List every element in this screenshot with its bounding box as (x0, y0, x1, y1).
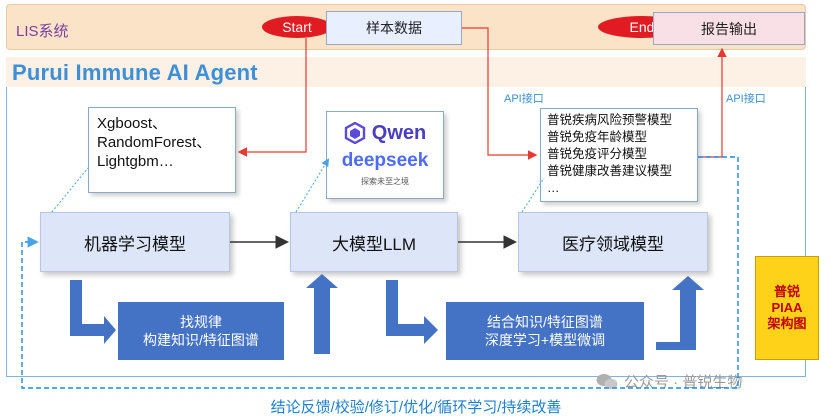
ml-algorithm-xgboost: Xgboost、 (97, 115, 168, 132)
find-patterns-box[interactable]: 找规律 构建知识/特征图谱 (118, 302, 284, 360)
report-output-box[interactable]: 报告输出 (653, 12, 805, 45)
deepseek-wordmark: deepseek (341, 150, 429, 171)
piaa-line-1: 普锐 (773, 284, 800, 299)
machine-learning-model-box[interactable]: 机器学习模型 (40, 212, 230, 272)
build-knowledge-graph-label: 构建知识/特征图谱 (143, 332, 259, 348)
domain-models-note: 普锐疾病风险预警模型 普锐免疫年龄模型 普锐免疫评分模型 普锐健康改善建议模型 … (540, 108, 698, 202)
watermark-text: 公众号 · 普锐生物 (624, 374, 743, 391)
sample-to-domain-connector (462, 27, 538, 160)
llm-to-combine-arrow (386, 280, 438, 344)
combine-knowledge-box[interactable]: 结合知识/特征图谱 深度学习+模型微调 (446, 302, 644, 360)
feedback-loop-path (21, 156, 739, 389)
ml-algorithm-randomforest: RandomForest、 (97, 134, 212, 151)
wechat-icon (596, 373, 618, 389)
ml-to-patterns-arrow (70, 280, 116, 344)
domain-model-immune-score: 普锐免疫评分模型 (547, 147, 648, 161)
domain-note-link (521, 177, 545, 213)
qwen-logo: Qwen (331, 116, 439, 150)
api-label-input: API接口 (504, 93, 544, 105)
agent-title-band (6, 57, 806, 87)
domain-model-risk-warning: 普锐疾病风险预警模型 (547, 113, 673, 127)
llm-logos-note: Qwen deepseek 探索未至之境 (326, 111, 444, 199)
sample-data-box[interactable]: 样本数据 (326, 11, 462, 45)
lis-system-title: LIS系统 (16, 23, 69, 40)
feedback-loop-caption: 结论反馈/校验/修订/优化/循环学习/持续改善 (270, 399, 562, 416)
agent-title: Purui Immune AI Agent (12, 60, 258, 85)
ml-algorithms-note: Xgboost、 RandomForest、 Lightgbm… (88, 107, 236, 193)
patterns-to-llm-arrow (306, 274, 338, 354)
llm-model-box[interactable]: 大模型LLM (290, 212, 458, 272)
wechat-watermark: 公众号 · 普锐生物 (596, 371, 742, 392)
ml-note-link (51, 167, 89, 213)
start-to-ml-connector (237, 38, 307, 157)
qwen-icon (344, 122, 365, 144)
domain-model-more: … (547, 181, 560, 195)
find-patterns-label: 找规律 (180, 314, 222, 330)
deep-learning-finetune-label: 深度学习+模型微调 (484, 332, 606, 348)
piaa-line-2: PIAA (771, 300, 803, 315)
start-oval[interactable]: Start (262, 16, 332, 38)
piaa-line-3: 架构图 (767, 316, 807, 331)
domain-model-immune-age: 普锐免疫年龄模型 (547, 130, 648, 144)
deepseek-logo: deepseek 探索未至之境 (331, 150, 439, 191)
combine-knowledge-label: 结合知识/特征图谱 (487, 314, 603, 330)
api-label-output: API接口 (726, 93, 766, 105)
deepseek-tagline: 探索未至之境 (361, 177, 409, 186)
combine-to-domain-arrow (656, 276, 704, 350)
llm-note-link (295, 158, 330, 213)
domain-model-health-advice: 普锐健康改善建议模型 (547, 164, 673, 178)
piaa-architecture-badge: 普锐 PIAA 架构图 (755, 256, 819, 360)
domain-to-report-connector (698, 47, 727, 158)
medical-domain-model-box[interactable]: 医疗领域模型 (518, 212, 708, 272)
ml-algorithm-lightgbm: Lightgbm… (97, 153, 174, 170)
qwen-wordmark: Qwen (371, 121, 427, 144)
